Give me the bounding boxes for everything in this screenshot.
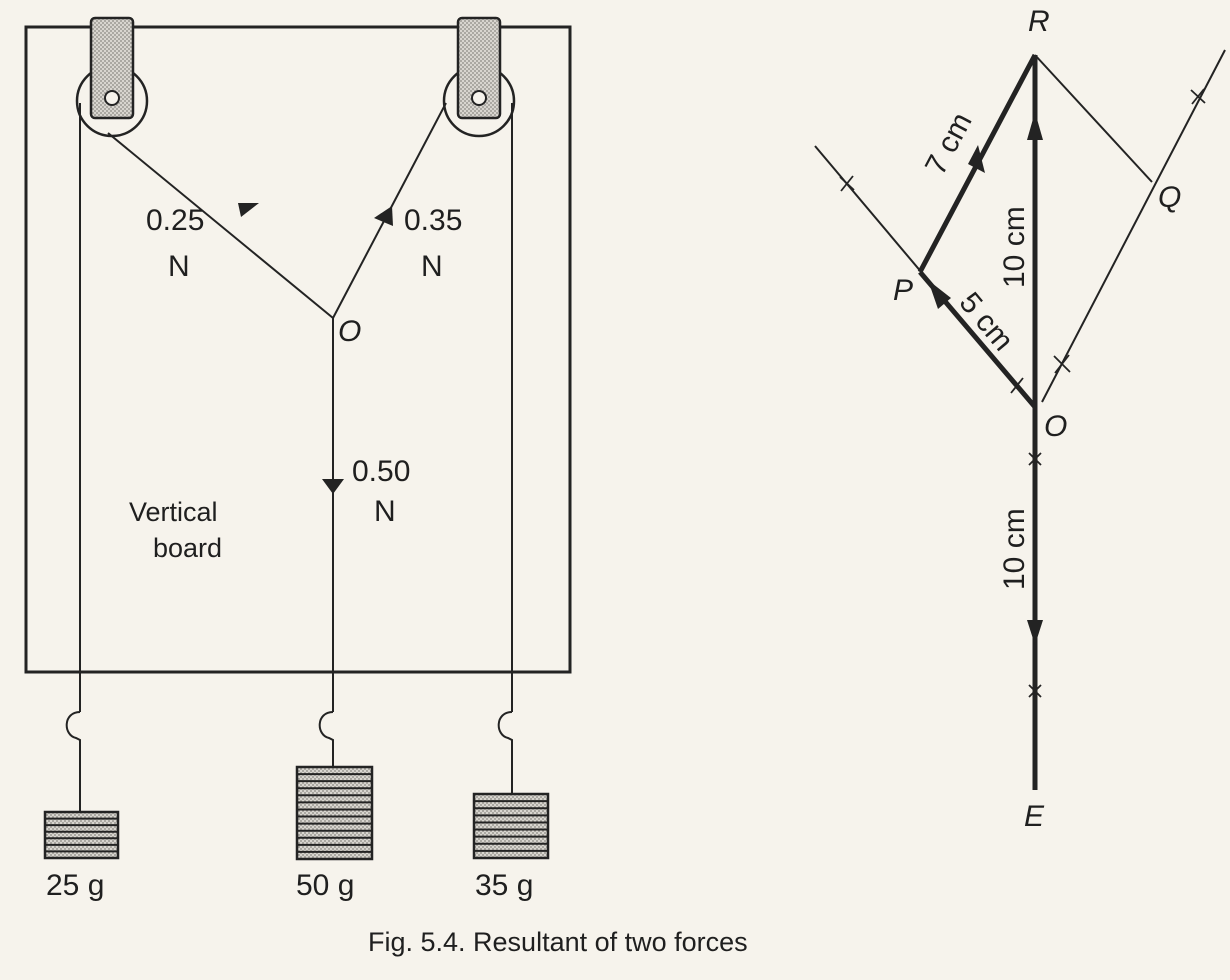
left-pulley	[75, 16, 149, 138]
right-force-value: 0.35	[404, 204, 462, 237]
point-o-construction-label: O	[1044, 410, 1067, 443]
right-hook	[497, 711, 513, 794]
down-force-value: 0.50	[352, 455, 410, 488]
mass-50g	[295, 765, 374, 861]
length-oe-label: 10 cm	[998, 508, 1031, 590]
point-r-label: R	[1028, 5, 1050, 38]
arrow-pr	[968, 145, 985, 173]
down-force-unit: N	[374, 495, 396, 528]
right-pulley	[442, 16, 516, 138]
down-force-arrow	[322, 479, 344, 494]
left-force-unit: N	[168, 250, 190, 283]
board-label-line2: board	[153, 533, 222, 563]
left-string-to-O	[107, 132, 334, 319]
point-p-label: P	[893, 274, 913, 307]
side-rq	[1034, 54, 1153, 183]
arrow-op	[928, 280, 951, 309]
centre-hook	[318, 711, 334, 767]
apparatus: 0.25 N 0.35 N O 0.50 N Vertical board 25…	[24, 16, 572, 902]
mass-label-50g: 50 g	[296, 869, 354, 902]
parallelogram-construction: R Q P O E 7 cm 10 cm 5 cm 10 cm	[814, 5, 1226, 833]
arrow-oe	[1027, 620, 1043, 645]
board-label-line1: Vertical	[129, 497, 218, 527]
vertical-board	[24, 25, 572, 674]
arrow-or	[1027, 112, 1043, 140]
mass-35g	[472, 792, 550, 860]
length-pr-label: 7 cm	[919, 107, 979, 180]
point-q-label: Q	[1158, 181, 1181, 214]
right-force-unit: N	[421, 250, 443, 283]
line-oq-extended	[1041, 49, 1226, 403]
left-force-value: 0.25	[146, 204, 204, 237]
mass-label-35g: 35 g	[475, 869, 533, 902]
mass-25g	[43, 810, 120, 860]
left-hook	[65, 711, 81, 812]
right-force-arrow	[374, 206, 393, 226]
point-o-label: O	[338, 315, 361, 348]
left-force-arrow	[238, 203, 259, 217]
figure-caption: Fig. 5.4. Resultant of two forces	[368, 927, 748, 957]
length-or-label: 10 cm	[998, 206, 1031, 288]
mass-label-25g: 25 g	[46, 869, 104, 902]
point-e-label: E	[1024, 800, 1045, 833]
construction-marks	[839, 88, 1206, 698]
